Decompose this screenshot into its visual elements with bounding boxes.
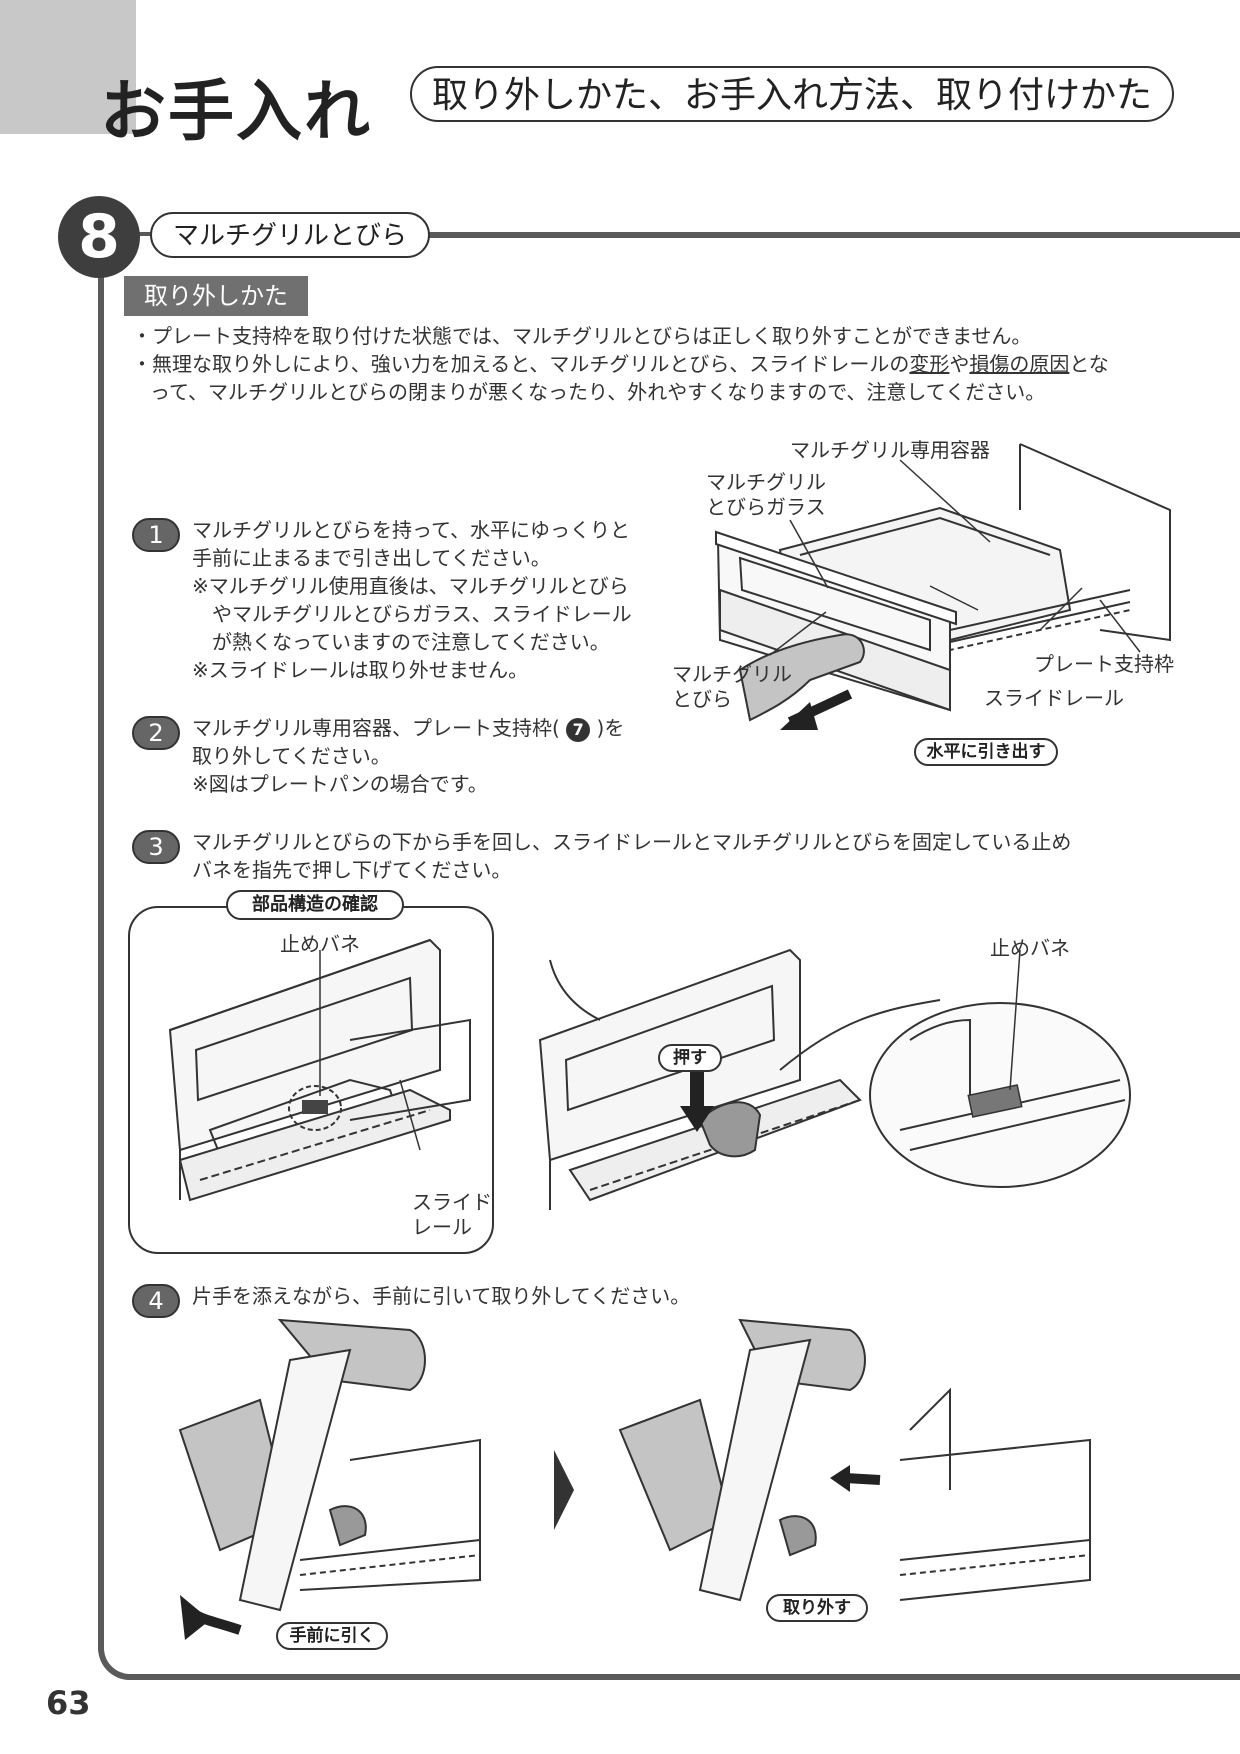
page-title: お手入れ [100,73,372,150]
label-door: マルチグリルとびら [672,662,792,711]
action-pull-horizontal: 水平に引き出す [914,738,1058,766]
section-frame [98,230,1240,1680]
label-slide-rail-structure: スライドレール [412,1190,492,1239]
figure-structure-detail [168,938,471,1202]
step-1-text: マルチグリルとびらを持って、水平にゆっくりと 手前に止まるまで引き出してください… [192,518,632,682]
section-connector [136,232,154,236]
sub-heading: 取り外しかた [124,276,308,316]
step-badge-3: 3 [132,830,180,864]
action-remove: 取り外す [766,1594,868,1622]
step-3-text: マルチグリルとびらの下から手を回し、スライドレールとマルチグリルとびらを固定して… [192,830,1072,882]
label-container: マルチグリル専用容器 [790,438,990,462]
note-1: ・プレート支持枠を取り付けた状態では、マルチグリルとびらは正しく取り外すことがで… [132,324,1032,348]
step-badge-2: 2 [132,716,180,750]
step-4-text: 片手を添えながら、手前に引いて取り外してください。 [192,1284,691,1308]
structure-box-title: 部品構造の確認 [226,890,404,920]
step-badge-4: 4 [132,1284,180,1318]
label-plate-frame: プレート支持枠 [1034,652,1174,676]
figure-grill-door-pulled [715,443,1171,730]
note-2: ・無理な取り外しにより、強い力を加えると、マルチグリルとびら、スライドレールの変… [132,352,1109,376]
section-number: 8 [58,196,140,278]
corner-tab [0,0,136,134]
action-push: 押す [658,1044,722,1072]
figure-push-spring [538,948,1131,1210]
label-spring-structure: 止めバネ [280,932,360,956]
label-glass: マルチグリルとびらガラス [706,470,826,519]
page-subtitle: 取り外しかた、お手入れ方法、取り付けかた [410,66,1174,122]
label-spring-zoom: 止めバネ [990,936,1070,960]
section-rule [420,232,1240,238]
notes: ・プレート支持枠を取り付けた状態では、マルチグリルとびらは正しく取り外すことがで… [132,322,1192,406]
label-slide-rail: スライドレール [984,686,1124,710]
section-name: マルチグリルとびら [150,212,430,258]
step-ref-badge: 7 [566,718,591,742]
figure-remove-door [618,1318,1091,1602]
step-badge-1: 1 [132,518,180,552]
arrow-next-icon [554,1450,574,1530]
action-pull-forward: 手前に引く [276,1622,388,1650]
figure-pull-door [178,1318,481,1640]
page-number: 63 [46,1684,91,1722]
step-2-text: マルチグリル専用容器、プレート支持枠( 7 )を 取り外してください。 ※図はプ… [192,716,625,796]
note-2-cont: って、マルチグリルとびらの閉まりが悪くなったり、外れやすくなりますので、注意して… [150,380,1046,404]
